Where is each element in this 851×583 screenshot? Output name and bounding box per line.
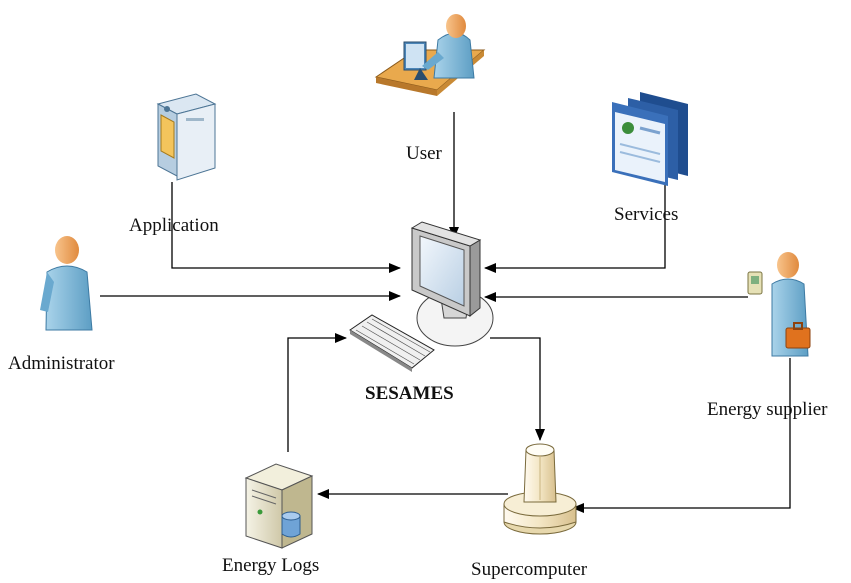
energy-logs-label: Energy Logs [222,555,320,576]
user-label: User [406,143,442,164]
edge-energy-logs-sesames [287,333,347,452]
application-server-icon [156,93,217,181]
administrator-label: Administrator [8,353,115,374]
application-label: Application [129,215,219,236]
businessman-icon [747,252,811,357]
edge-sesames-supercomputer [490,337,545,441]
supercomputer-label: Supercomputer [471,559,588,580]
edge-energy-supplier-supercomputer [572,358,791,513]
keyboard-icon [349,314,435,372]
services-label: Services [614,204,679,225]
administrator-person-icon [40,236,93,331]
edge-application-sesames [171,182,401,273]
energy-supplier-label: Energy supplier [707,399,828,420]
server-database-icon [244,463,314,549]
web-services-pages-icon [612,92,688,186]
edges [100,112,791,513]
user-at-desk-icon [374,14,486,96]
sesames-label: SESAMES [365,383,454,404]
supercomputer-tower-icon [503,443,577,535]
computer-monitor-icon [410,221,494,347]
edge-services-sesames [484,178,666,273]
